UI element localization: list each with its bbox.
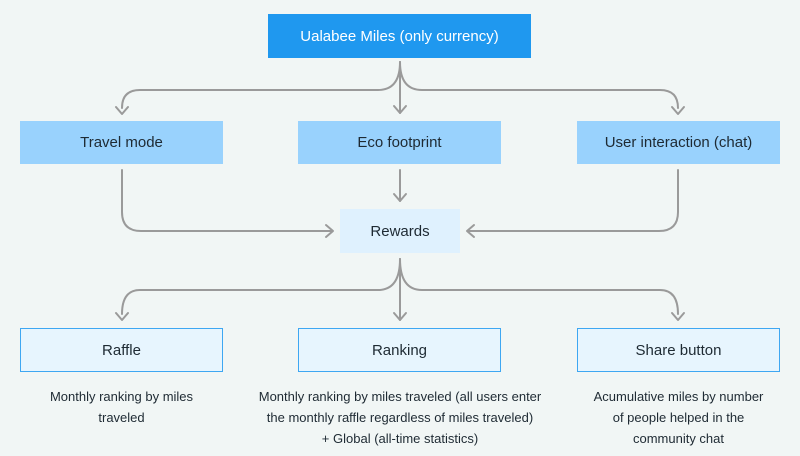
connector-root-to-user-interaction [399,61,679,109]
arrowhead-eco-footprint [393,105,407,114]
description-line: the monthly raffle regardless of miles t… [266,410,534,425]
arrowhead-raffle [115,312,129,321]
arrowhead-user-interaction [671,106,685,115]
description-line: traveled [98,410,145,425]
description-raffle: Monthly ranking by miles traveled [20,386,223,428]
connector-rewards-to-raffle [121,258,401,315]
arrowhead-ranking [393,312,407,321]
connector-travel-mode-to-rewards [121,169,333,232]
description-line: of people helped in the [612,410,745,425]
node-ualabee-miles: Ualabee Miles (only currency) [268,14,531,58]
node-eco-footprint: Eco footprint [298,121,501,164]
description-share-button: Acumulative miles by number of people he… [570,386,787,449]
arrowhead-rewards-right [466,224,475,238]
connector-rewards-to-share-button [399,258,679,315]
arrowhead-travel-mode [115,106,129,115]
node-user-interaction: User interaction (chat) [577,121,780,164]
arrowhead-share-button [671,312,685,321]
arrowhead-rewards-top [393,193,407,202]
description-line: Monthly ranking by miles traveled (all u… [258,389,542,404]
description-line: + Global (all-time statistics) [321,431,479,446]
node-ranking: Ranking [298,328,501,372]
node-rewards: Rewards [340,209,460,253]
description-line: Acumulative miles by number [593,389,764,404]
connector-user-interaction-to-rewards [467,169,679,232]
description-line: Monthly ranking by miles [49,389,194,404]
node-travel-mode: Travel mode [20,121,223,164]
node-share-button: Share button [577,328,780,372]
description-line: community chat [632,431,725,446]
connector-root-to-travel-mode [121,61,401,109]
node-raffle: Raffle [20,328,223,372]
description-ranking: Monthly ranking by miles traveled (all u… [232,386,568,449]
arrowhead-rewards-left [325,224,334,238]
